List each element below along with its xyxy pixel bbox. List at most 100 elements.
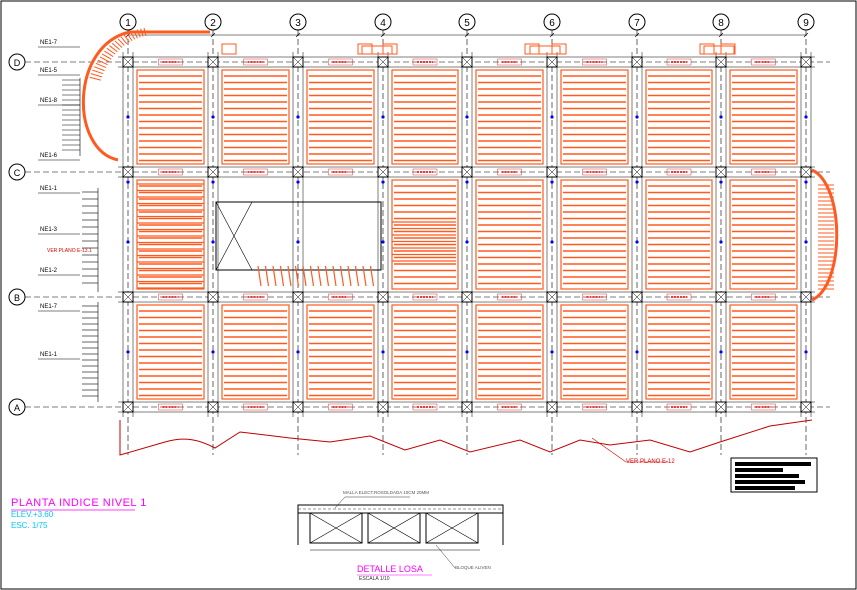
drawing-title: PLANTA INDICE NIVEL 1 bbox=[11, 497, 147, 509]
rebar-mark bbox=[381, 180, 385, 184]
curved-wall-hatch bbox=[106, 47, 116, 55]
column-hatch bbox=[715, 166, 727, 178]
column-hatch bbox=[715, 291, 727, 303]
rebar-mark bbox=[381, 350, 385, 354]
grid-bubble-label: 7 bbox=[634, 18, 640, 29]
column-hatch bbox=[377, 291, 389, 303]
slab-panel bbox=[645, 179, 713, 290]
column-hatch bbox=[800, 166, 812, 178]
curved-wall-left bbox=[81, 30, 210, 162]
curved-wall-hatch bbox=[99, 56, 110, 63]
rebar-mark bbox=[465, 240, 469, 244]
dimension-tick bbox=[295, 32, 301, 38]
rebar-mark bbox=[550, 180, 554, 184]
grid-bubble-row-D bbox=[8, 53, 26, 71]
rebar-mark bbox=[211, 350, 215, 354]
rebar-mark bbox=[635, 350, 639, 354]
grid-bubble-col-8 bbox=[712, 13, 730, 31]
column-hatch bbox=[122, 401, 134, 413]
detail-block-cross bbox=[367, 512, 421, 544]
reference-note: VER PLANO E-12 bbox=[626, 459, 675, 465]
rebar-mark bbox=[296, 240, 300, 244]
beam-label-box bbox=[666, 58, 692, 66]
rebar-mark bbox=[719, 180, 723, 184]
column-hatch bbox=[292, 56, 304, 68]
dimension-tick bbox=[718, 32, 724, 38]
opening bbox=[703, 45, 735, 55]
rebar-mark bbox=[211, 180, 215, 184]
plan-details bbox=[11, 27, 839, 511]
beam-label-box bbox=[328, 168, 353, 176]
grid-bubble-col-4 bbox=[374, 13, 392, 31]
column-hatch bbox=[207, 56, 219, 68]
side-label: NE1-6 bbox=[40, 153, 58, 159]
beam-label-box bbox=[158, 58, 183, 66]
stair-step bbox=[294, 265, 300, 287]
beam-label-box bbox=[497, 168, 522, 176]
beam-label-box bbox=[412, 58, 438, 66]
rebar-mark bbox=[804, 240, 808, 244]
curved-wall-hatch bbox=[93, 66, 105, 72]
beam-label-box bbox=[751, 293, 776, 301]
grid-bubble-col-1 bbox=[119, 13, 137, 31]
rebar-mark bbox=[804, 350, 808, 354]
reference-note-side: VER PLANO E-13.1 bbox=[47, 248, 92, 254]
grid-bubble-label: 1 bbox=[125, 18, 131, 29]
rebar-mark bbox=[804, 180, 808, 184]
grid-bubble-label: 2 bbox=[210, 18, 216, 29]
column-hatch bbox=[631, 56, 643, 68]
beam-label-box bbox=[497, 403, 522, 411]
beam-label-box bbox=[497, 293, 522, 301]
column-hatch bbox=[461, 401, 473, 413]
slab-panel bbox=[729, 304, 798, 400]
beam-label-box bbox=[666, 293, 692, 301]
stair-step bbox=[317, 265, 322, 287]
grid-bubble-label: C bbox=[14, 168, 21, 178]
rebar-mark bbox=[550, 350, 554, 354]
detail-block bbox=[367, 512, 421, 544]
dimension-tick bbox=[464, 32, 470, 38]
column-hatch bbox=[122, 166, 134, 178]
curved-wall-hatch bbox=[114, 40, 123, 48]
column-hatch bbox=[377, 401, 389, 413]
legend-box bbox=[730, 457, 818, 493]
legend-bar bbox=[735, 462, 811, 466]
legend-bar bbox=[735, 468, 783, 472]
column-hatch bbox=[207, 291, 219, 303]
slab-panel bbox=[136, 179, 205, 290]
beam-label-box bbox=[412, 403, 438, 411]
stair-void bbox=[215, 201, 382, 271]
beam-label-box bbox=[158, 293, 183, 301]
curved-wall-hatch bbox=[117, 38, 125, 46]
slab-panel bbox=[560, 69, 629, 165]
rebar-mark bbox=[719, 350, 723, 354]
slab-panel bbox=[729, 179, 798, 290]
column-hatch bbox=[122, 56, 134, 68]
side-label: NE1-7 bbox=[40, 304, 58, 310]
slab-panel bbox=[729, 69, 798, 165]
leader-line bbox=[591, 437, 627, 463]
grid-bubble-col-6 bbox=[543, 13, 561, 31]
detail-leader bbox=[334, 496, 346, 509]
beam-label-box bbox=[158, 403, 183, 411]
beam-label-box bbox=[582, 403, 607, 411]
column-hatch bbox=[461, 291, 473, 303]
opening bbox=[221, 43, 237, 55]
beam-label-box bbox=[666, 168, 692, 176]
opening bbox=[529, 45, 561, 55]
side-label: NE1-3 bbox=[40, 227, 58, 233]
curved-wall-hatch bbox=[136, 29, 141, 38]
rebar-mark bbox=[126, 115, 130, 119]
grid-bubble-label: A bbox=[14, 403, 20, 413]
column-hatch bbox=[546, 291, 558, 303]
elevation-label: ELEV.+3.60 bbox=[11, 510, 54, 519]
beam-label-box bbox=[243, 168, 268, 176]
rebar-mark bbox=[381, 115, 385, 119]
beam-label-box bbox=[328, 403, 353, 411]
slab-panel bbox=[475, 69, 544, 165]
rebar-mark bbox=[719, 240, 723, 244]
beam-label-box bbox=[751, 58, 776, 66]
beam-label-box bbox=[158, 168, 183, 176]
